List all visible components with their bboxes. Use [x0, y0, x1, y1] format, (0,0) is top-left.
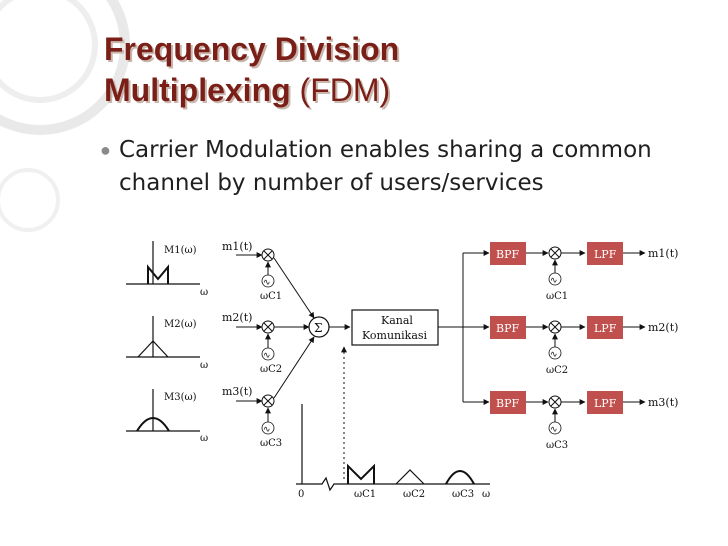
modulator-2: m2(t) ∿ ωC2	[222, 311, 310, 375]
lpf-label-3: LPF	[594, 397, 617, 410]
bullet-icon: ●	[100, 140, 111, 160]
channel-label-2: Komunikasi	[362, 329, 428, 342]
message-label-2: m2(t)	[222, 311, 252, 324]
summer: Σ	[308, 316, 351, 338]
composite-tick-1: ωC1	[354, 489, 376, 500]
composite-tick-3: ωC3	[452, 489, 474, 500]
channel-box: Kanal Komunikasi	[351, 250, 490, 405]
spectrum-label-1: M1(ω)	[164, 245, 197, 256]
composite-zero-label: 0	[298, 489, 304, 500]
spectrum-label-3: M3(ω)	[164, 392, 197, 403]
spectrum-label-2: M2(ω)	[164, 319, 197, 330]
demodulator-2: BPF ∿ ωC2 LPF m2(t)	[490, 316, 678, 376]
decorative-ring-small	[0, 168, 60, 232]
carrier-label-2: ωC2	[260, 364, 282, 375]
demod-carrier-label-1: ωC1	[546, 291, 568, 302]
message-label-1: m1(t)	[222, 240, 252, 253]
demod-oscillator-2: ∿	[550, 350, 558, 360]
output-label-3: m3(t)	[648, 396, 678, 409]
demod-carrier-label-3: ωC3	[546, 440, 568, 451]
composite-tick-2: ωC2	[403, 489, 425, 500]
composite-tick-omega: ω	[482, 489, 490, 500]
spectrum-1: M1(ω) ω	[126, 241, 208, 298]
message-label-3: m3(t)	[222, 385, 252, 398]
lpf-box-2	[587, 316, 623, 339]
title-line-2: Multiplexing (FDM)	[104, 70, 399, 111]
spectrum-3: M3(ω) ω	[126, 389, 208, 444]
lpf-label-2: LPF	[594, 322, 617, 335]
title-multiplexing: Multiplexing	[104, 72, 291, 108]
composite-spectrum: 0 ωC1 ωC2 ωC3 ω	[296, 346, 490, 500]
decorative-ring-outer	[0, 0, 130, 135]
demodulator-3: BPF ∿ ωC3 LPF m3(t)	[490, 391, 678, 451]
output-label-2: m2(t)	[648, 321, 678, 334]
bpf-box-2	[490, 316, 526, 339]
demod-carrier-label-2: ωC2	[546, 365, 568, 376]
decorative-ring-inner	[0, 0, 98, 103]
spectrum-omega-3: ω	[200, 433, 208, 444]
channel-label-1: Kanal	[381, 314, 413, 327]
output-label-1: m1(t)	[648, 247, 678, 260]
spectrum-omega-2: ω	[200, 360, 208, 371]
carrier-label-3: ωC3	[260, 438, 282, 449]
lpf-box-3	[587, 391, 623, 414]
modulator-3: m3(t) ∿ ωC3	[222, 336, 315, 449]
spectrum-omega-1: ω	[200, 287, 208, 298]
carrier-label-1: ωC1	[260, 291, 282, 302]
bpf-label-1: BPF	[496, 248, 519, 261]
oscillator-3: ∿	[263, 425, 271, 435]
lpf-box-1	[587, 242, 623, 265]
demod-oscillator-1: ∿	[550, 276, 558, 286]
bpf-label-3: BPF	[496, 397, 519, 410]
demodulator-1: BPF ∿ ωC1 LPF m1(t)	[490, 242, 678, 302]
bpf-label-2: BPF	[496, 322, 519, 335]
oscillator-1: ∿	[263, 278, 271, 288]
bullet-text: Carrier Modulation enables sharing a com…	[119, 137, 652, 196]
modulator-1: m1(t) ∿ ωC1	[222, 240, 315, 319]
oscillator-2: ∿	[263, 351, 271, 361]
bpf-box-3	[490, 391, 526, 414]
demod-oscillator-3: ∿	[550, 425, 558, 435]
summer-symbol: Σ	[314, 321, 322, 335]
spectrum-2: M2(ω) ω	[126, 316, 208, 371]
bpf-box-1	[490, 242, 526, 265]
title-line-1: Frequency Division	[104, 31, 400, 67]
slide-title: Frequency Division Multiplexing (FDM)	[104, 29, 399, 111]
title-fdm: (FDM)	[290, 72, 391, 108]
lpf-label-1: LPF	[594, 248, 617, 261]
